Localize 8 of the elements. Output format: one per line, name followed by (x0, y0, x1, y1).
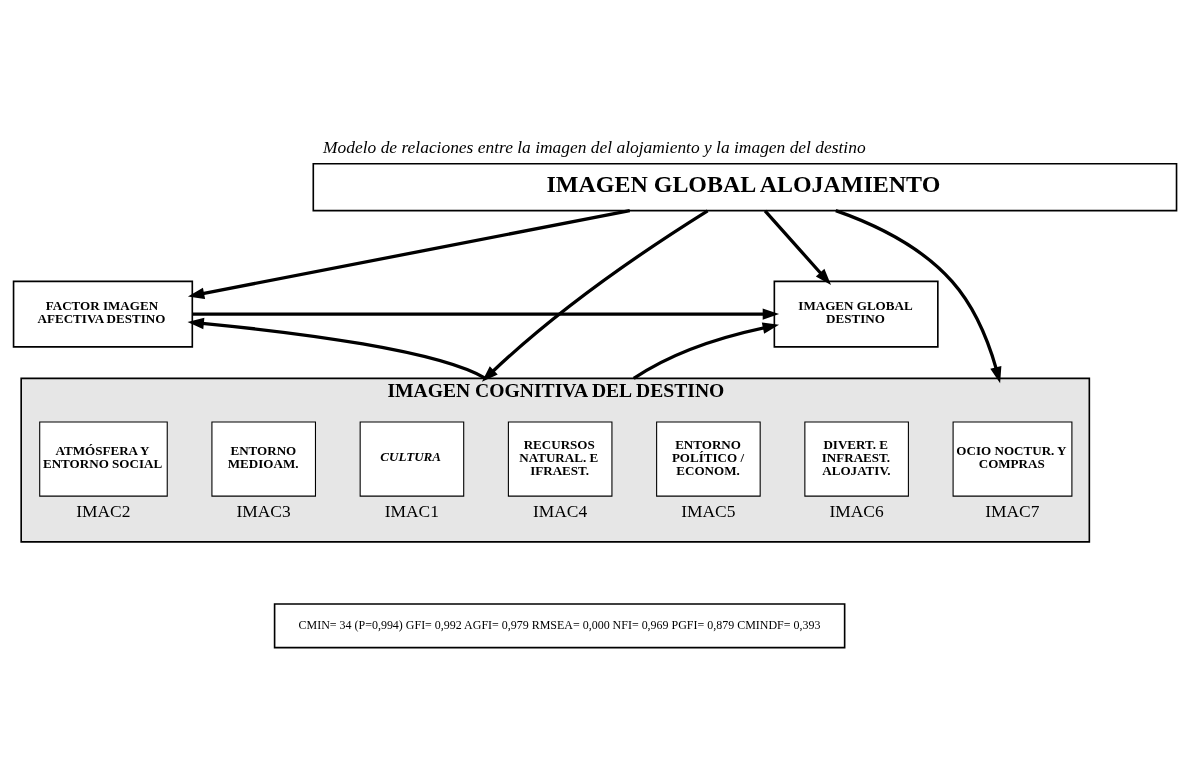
node-label: IMAC2 (76, 500, 131, 521)
node-label: IMAC4 (532, 500, 588, 521)
node-label: IMAC6 (829, 500, 884, 521)
diagram-title: Modelo de relaciones entre la imagen del alojamiento y la imagen del destino (323, 136, 866, 157)
node-label: IMAC3 (236, 500, 291, 521)
node-label: IMAC5 (681, 500, 736, 521)
node-label: IMAC1 (384, 500, 439, 521)
node-label: IMAC7 (985, 500, 1040, 521)
